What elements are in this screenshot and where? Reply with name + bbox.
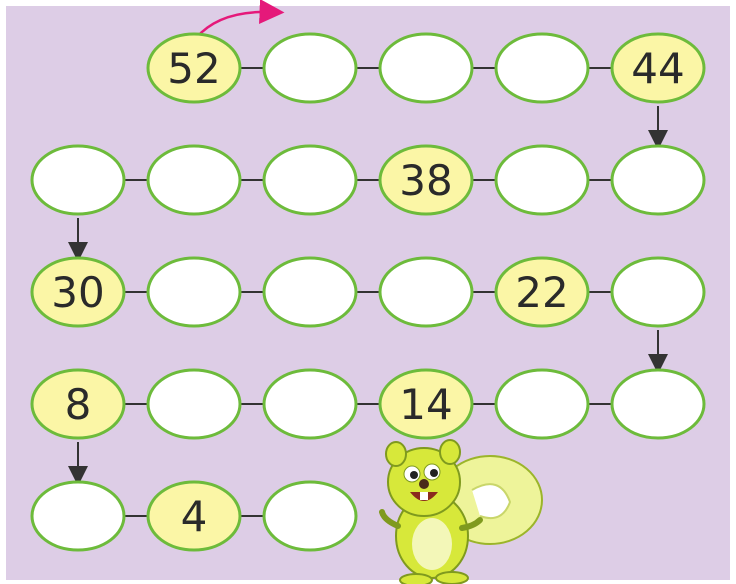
oval-number: 30 bbox=[51, 268, 104, 317]
given-number-oval: 38 bbox=[380, 146, 472, 214]
blank-answer-oval[interactable] bbox=[264, 146, 356, 214]
oval-number: 4 bbox=[181, 492, 208, 541]
given-number-oval: 14 bbox=[380, 370, 472, 438]
given-number-oval: 8 bbox=[32, 370, 124, 438]
given-number-oval: 44 bbox=[612, 34, 704, 102]
blank-answer-oval[interactable] bbox=[148, 370, 240, 438]
oval-number: 22 bbox=[515, 268, 568, 317]
blank-answer-oval[interactable] bbox=[380, 34, 472, 102]
blank-answer-oval[interactable] bbox=[32, 482, 124, 550]
given-number-oval: 30 bbox=[32, 258, 124, 326]
blank-answer-oval[interactable] bbox=[612, 370, 704, 438]
blank-answer-oval[interactable] bbox=[612, 258, 704, 326]
blank-answer-oval[interactable] bbox=[148, 258, 240, 326]
oval-number: 38 bbox=[399, 156, 452, 205]
blank-answer-oval[interactable] bbox=[32, 146, 124, 214]
oval-number: 52 bbox=[167, 44, 220, 93]
oval-number: 14 bbox=[399, 380, 452, 429]
given-number-oval: 22 bbox=[496, 258, 588, 326]
blank-answer-oval[interactable] bbox=[496, 370, 588, 438]
oval-number: 44 bbox=[631, 44, 684, 93]
blank-answer-oval[interactable] bbox=[148, 146, 240, 214]
oval-number: 8 bbox=[65, 380, 92, 429]
given-number-oval: 52 bbox=[148, 34, 240, 102]
given-number-oval: 4 bbox=[148, 482, 240, 550]
blank-answer-oval[interactable] bbox=[264, 370, 356, 438]
blank-answer-oval[interactable] bbox=[496, 34, 588, 102]
squirrel-mascot bbox=[382, 440, 542, 584]
blank-answer-oval[interactable] bbox=[496, 146, 588, 214]
blank-answer-oval[interactable] bbox=[612, 146, 704, 214]
blank-answer-oval[interactable] bbox=[264, 258, 356, 326]
blank-answer-oval[interactable] bbox=[264, 34, 356, 102]
blank-answer-oval[interactable] bbox=[380, 258, 472, 326]
blank-answer-oval[interactable] bbox=[264, 482, 356, 550]
